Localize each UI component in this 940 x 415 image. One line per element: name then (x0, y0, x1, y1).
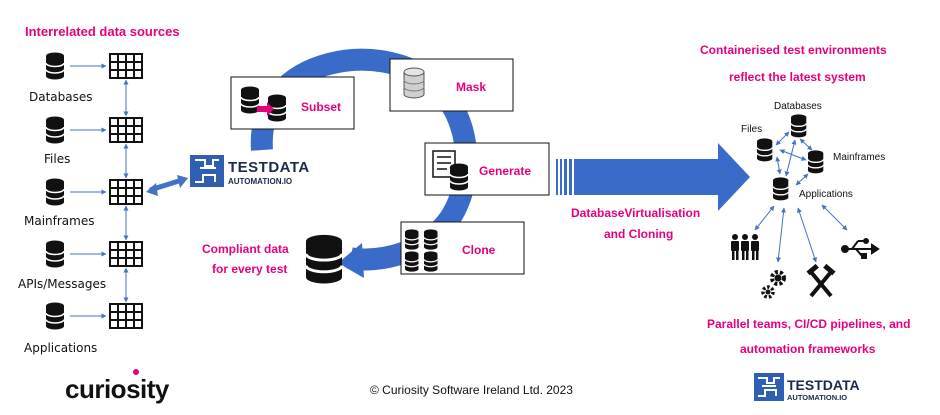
database-icon (45, 115, 65, 145)
node-label-databases: Databases (774, 101, 822, 112)
source-mainframes: Mainframes (24, 177, 143, 228)
source-label-databases: Databases (29, 90, 93, 104)
right-footer-line2: automation frameworks (740, 342, 876, 356)
mask-box: Mask (389, 58, 514, 112)
node-label-files: Files (741, 124, 762, 135)
compliant-line1: Compliant data (202, 242, 289, 256)
table-icon (109, 179, 143, 205)
source-label-files: Files (44, 152, 70, 166)
source-files: Files (44, 115, 143, 166)
virtualisation-arrow (556, 143, 750, 211)
source-applications: Applications (24, 301, 143, 355)
testdata-logo-bottom: TESTDATA AUTOMATION.IO (754, 373, 860, 402)
subset-label: Subset (301, 100, 341, 114)
compliant-database-icon (304, 233, 344, 286)
logo-center-line2: AUTOMATION.IO (228, 177, 292, 186)
database-icon (45, 51, 65, 81)
table-icon (109, 241, 143, 267)
right-footer-line1: Parallel teams, CI/CD pipelines, and (707, 317, 910, 331)
clone-box: Clone (400, 221, 525, 275)
gears-icon (761, 270, 786, 299)
subset-box: Subset (230, 76, 355, 130)
virtualisation-line2: and Cloning (604, 227, 673, 241)
source-apis: APIs/Messages (18, 239, 143, 291)
database-icon (45, 177, 65, 207)
logo-center-line1: TESTDATA (228, 159, 310, 176)
people-icon (731, 234, 759, 260)
usb-icon (841, 238, 880, 259)
curiosity-logo: curiosity (65, 374, 170, 404)
node-label-applications: Applications (799, 189, 853, 200)
source-label-mainframes: Mainframes (24, 214, 94, 228)
compliant-line2: for every test (212, 262, 287, 276)
left-heading: Interrelated data sources (25, 24, 180, 39)
virtualisation-line1: DatabaseVirtualisation (571, 206, 700, 220)
table-icon (109, 53, 143, 79)
cycle-arrowhead (338, 243, 364, 278)
database-icon (45, 239, 65, 269)
generate-box: Generate (424, 142, 550, 196)
logo-link-arrow (146, 175, 188, 196)
clone-label: Clone (462, 243, 496, 257)
mask-label: Mask (456, 80, 486, 94)
logo-bottom-line1: TESTDATA (787, 377, 860, 393)
database-icon (45, 301, 65, 331)
table-icon (109, 303, 143, 329)
source-label-applications: Applications (24, 341, 97, 355)
right-heading-line1: Containerised test environments (700, 43, 887, 57)
node-databases-icon (790, 113, 807, 139)
tools-icon (806, 263, 836, 298)
node-applications-icon (772, 176, 789, 202)
database-icon (240, 85, 260, 115)
source-label-apis: APIs/Messages (18, 277, 106, 291)
generate-label: Generate (479, 164, 531, 178)
right-heading-line2: reflect the latest system (729, 70, 866, 84)
copyright-text: © Curiosity Software Ireland Ltd. 2023 (370, 383, 573, 397)
node-mainframes-icon (807, 149, 824, 175)
node-files-icon (756, 137, 773, 163)
logo-bottom-line2: AUTOMATION.IO (787, 393, 847, 402)
source-databases: Databases (29, 51, 143, 104)
table-icon (109, 117, 143, 143)
node-links (754, 131, 848, 263)
database-icon (449, 162, 469, 192)
node-label-mainframes: Mainframes (833, 152, 885, 163)
testdata-logo-center: TESTDATA AUTOMATION.IO (190, 155, 310, 187)
curiosity-logo-dot (133, 369, 139, 375)
